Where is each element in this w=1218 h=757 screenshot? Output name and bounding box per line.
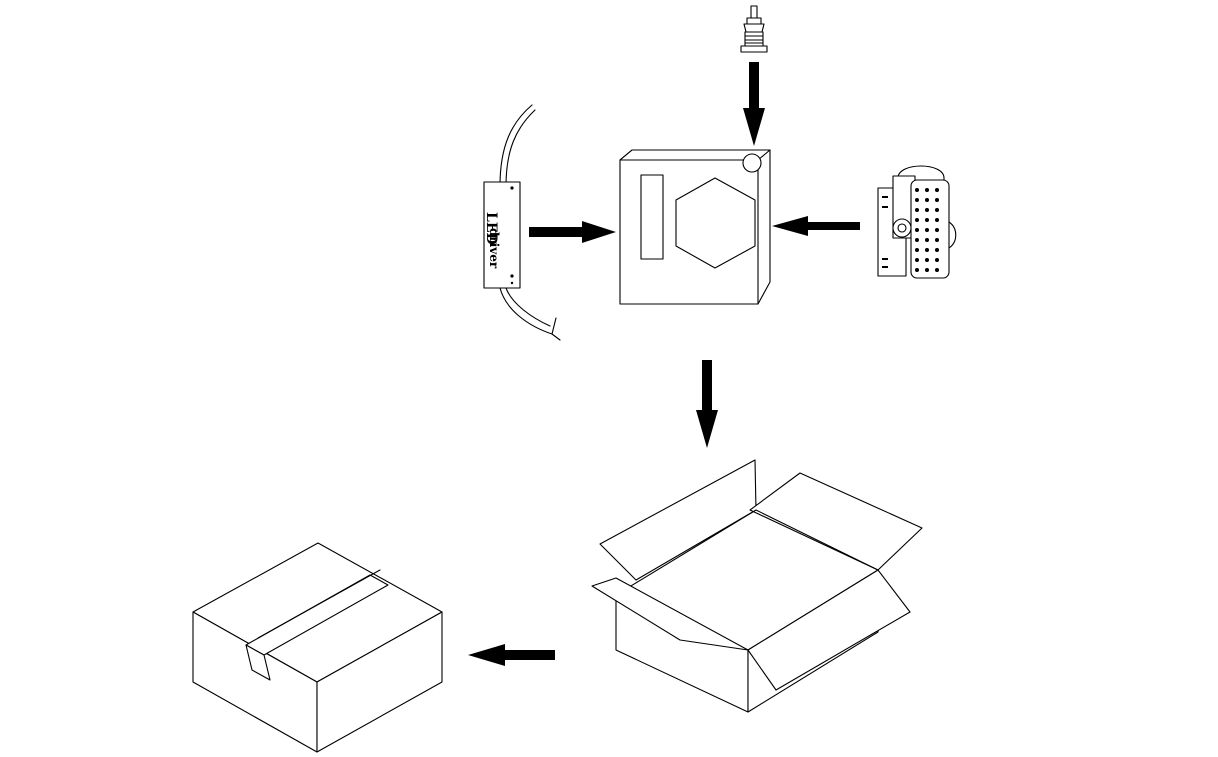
housing-to-open-box-arrow: [696, 360, 718, 448]
housing-mount-hole: [742, 153, 762, 173]
light-housing: [619, 149, 771, 305]
driver-label-driver: driver: [487, 228, 501, 269]
sealed-carton-icon: [192, 542, 443, 753]
open-box-to-sealed-box-arrow: [468, 644, 555, 666]
plug-icon: [740, 5, 768, 53]
open-carton-icon: [591, 459, 923, 713]
light-module-icon: [877, 165, 957, 279]
driver-label-led: LED: [483, 212, 499, 245]
driver-to-housing-arrow: [529, 221, 616, 243]
hexagon-lens: [675, 177, 756, 269]
module-to-housing-arrow: [772, 216, 860, 236]
plug-to-housing-arrow: [743, 62, 765, 146]
led-driver: LED driver: [483, 104, 561, 341]
